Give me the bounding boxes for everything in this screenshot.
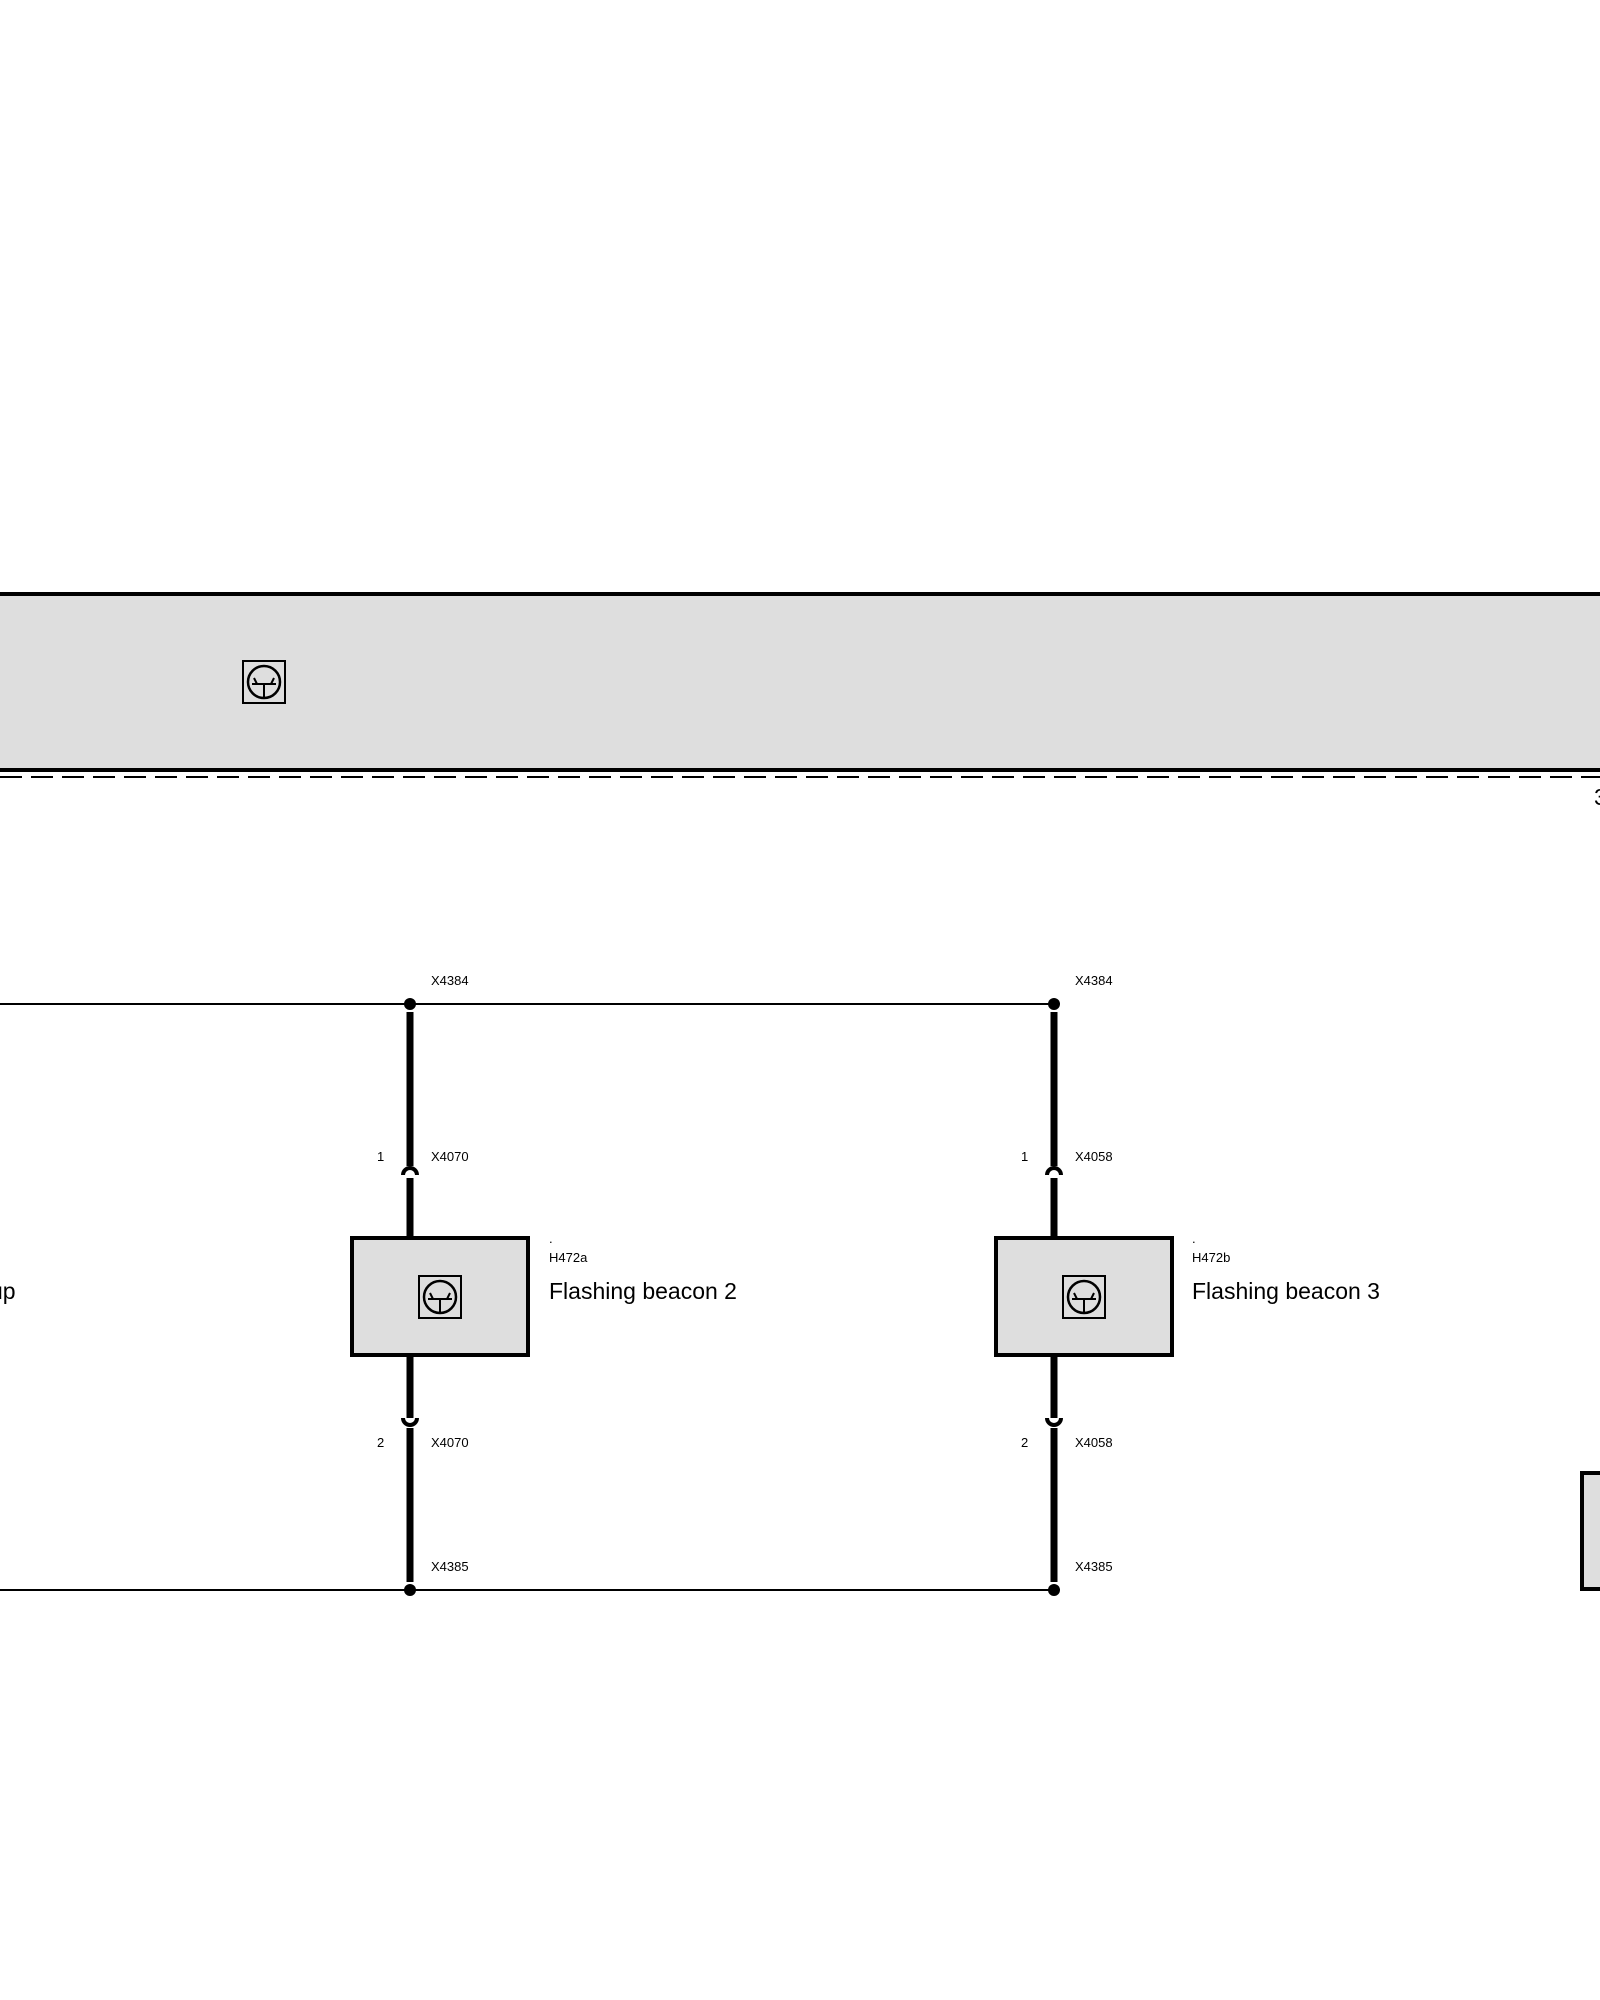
- connector-top-label: X4058: [1075, 1149, 1113, 1164]
- partial-component-box[interactable]: [1580, 1471, 1600, 1591]
- pin-top-label: 1: [377, 1149, 384, 1164]
- component-box[interactable]: [350, 1236, 530, 1357]
- component-dot: .: [549, 1231, 553, 1246]
- connector-bottom-label: X4058: [1075, 1435, 1113, 1450]
- connector-bottom-label: X4070: [431, 1435, 469, 1450]
- splice-dot-bottom: [404, 1584, 416, 1596]
- component-name: Flashing beacon 2: [549, 1278, 737, 1304]
- splice-dot-top: [404, 998, 416, 1010]
- component-id: H472b: [1192, 1250, 1230, 1265]
- component-name: Flashing beacon 3: [1192, 1278, 1380, 1304]
- component-id: H472a: [549, 1250, 588, 1265]
- component-dot: .: [1192, 1231, 1196, 1246]
- splice-dot-top: [1048, 998, 1060, 1010]
- partial-component-label: up: [0, 1278, 16, 1304]
- component-h472a[interactable]: X4384 1 X4070 . H472a Flashing beacon 2 …: [350, 973, 737, 1596]
- pin-bottom-label: 2: [377, 1435, 384, 1450]
- page-ref: 3: [1594, 784, 1600, 810]
- component-box[interactable]: [994, 1236, 1174, 1357]
- bottom-splice-label: X4385: [431, 1559, 469, 1574]
- connector-male-icon: [1045, 1417, 1063, 1427]
- connector-female-icon: [1045, 1166, 1063, 1176]
- connector-top-label: X4070: [431, 1149, 469, 1164]
- splice-dot-bottom: [1048, 1584, 1060, 1596]
- top-splice-label: X4384: [431, 973, 469, 988]
- control-module-box[interactable]: [0, 592, 1600, 772]
- connector-female-icon: [401, 1166, 419, 1176]
- connector-male-icon: [401, 1417, 419, 1427]
- component-h472b[interactable]: X4384 1 X4058 . H472b Flashing beacon 3 …: [994, 973, 1380, 1596]
- bottom-splice-label: X4385: [1075, 1559, 1113, 1574]
- pin-top-label: 1: [1021, 1149, 1028, 1164]
- top-splice-label: X4384: [1075, 973, 1113, 988]
- pin-bottom-label: 2: [1021, 1435, 1028, 1450]
